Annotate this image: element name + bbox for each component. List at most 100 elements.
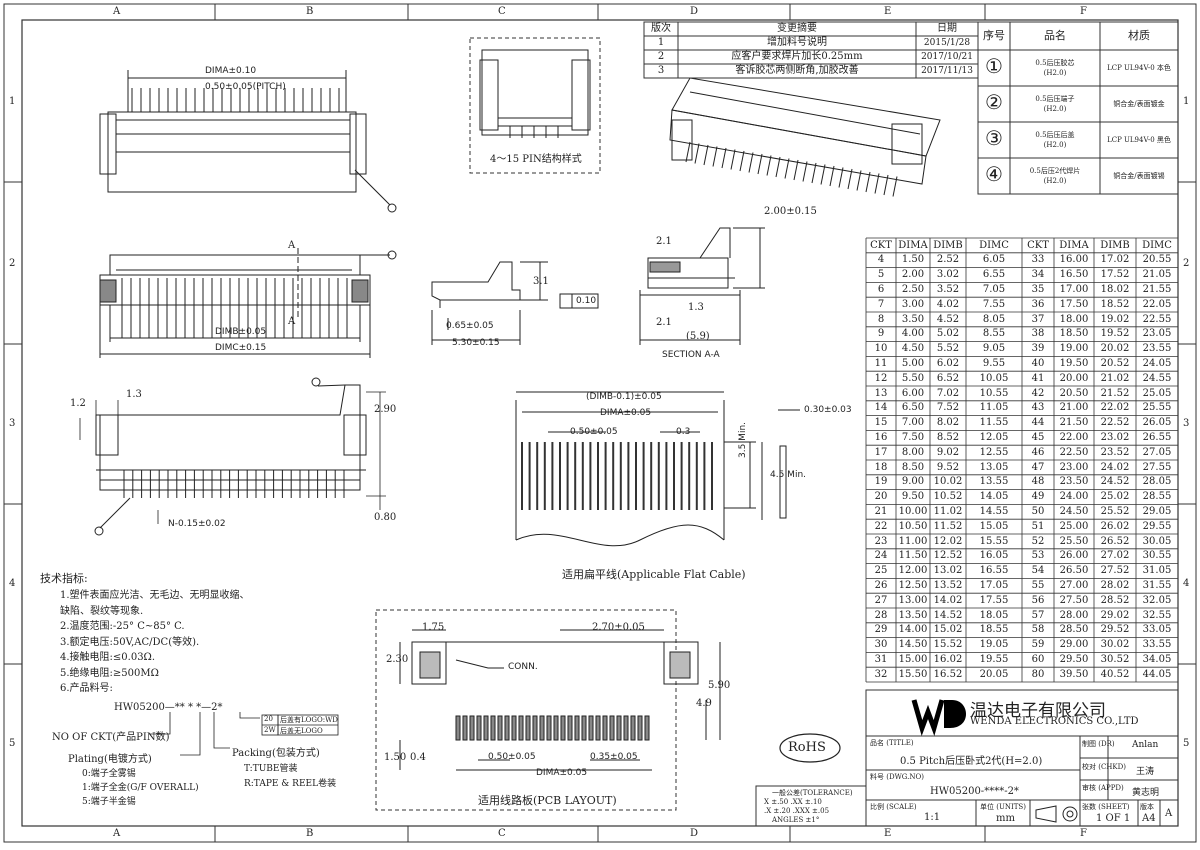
dim-cell: 32.05 bbox=[1142, 594, 1172, 606]
dim-cell: 25.00 bbox=[1059, 520, 1089, 532]
label-section-a-bottom: A bbox=[288, 316, 296, 327]
pcb-pad bbox=[546, 715, 552, 741]
col-letter-e: E bbox=[884, 6, 892, 17]
dim-cell: 33 bbox=[1031, 254, 1045, 266]
dim-cell: 25.05 bbox=[1142, 387, 1172, 399]
dim-cell: 27.05 bbox=[1142, 446, 1172, 458]
pcb-pads bbox=[455, 715, 650, 741]
dim-cell: 10.05 bbox=[979, 372, 1009, 384]
label-fpc-dimb: (DIMB-0.1)±0.05 bbox=[586, 392, 662, 402]
parts-header-num: 序号 bbox=[983, 29, 1005, 42]
part-num: ② bbox=[985, 90, 1003, 114]
label-0-80: 0.80 bbox=[374, 512, 397, 523]
dim-cell: 27.02 bbox=[1100, 550, 1130, 562]
dim-cell: 23.52 bbox=[1100, 446, 1130, 458]
label-fpc-thickness: 0.30±0.03 bbox=[804, 405, 852, 415]
dim-cell: 39 bbox=[1031, 343, 1045, 355]
dim-cell: 15 bbox=[874, 417, 888, 429]
dim-header: DIMB bbox=[1100, 239, 1130, 251]
part-name: 0.5后压2代焊片 bbox=[1029, 167, 1081, 175]
dim-cell: 7 bbox=[877, 298, 885, 310]
dim-cell: 53 bbox=[1031, 550, 1045, 562]
dim-cell: 19.05 bbox=[979, 639, 1009, 651]
tech-spec-line: 5.绝缘电阻:≥500MΩ bbox=[60, 667, 159, 679]
dim-cell: 18.05 bbox=[979, 609, 1009, 621]
dim-cell: 54 bbox=[1031, 565, 1045, 577]
company-cn: 温达电子有限公司 bbox=[970, 701, 1106, 721]
dim-cell: 18.02 bbox=[1100, 283, 1130, 295]
pcb-pad bbox=[623, 715, 629, 741]
label-pcb-conn: CONN. bbox=[508, 662, 538, 672]
dim-cell: 40.52 bbox=[1100, 668, 1130, 680]
label-1-3-section: 1.3 bbox=[688, 302, 704, 313]
label-pcb-2-70: 2.70±0.05 bbox=[592, 622, 645, 633]
dim-cell: 25 bbox=[874, 565, 888, 577]
dim-cell: 11.52 bbox=[933, 520, 963, 532]
part-num: ① bbox=[985, 54, 1003, 78]
label-pitch: 0.50±0.05(PITCH) bbox=[205, 82, 286, 92]
dim-cell: 34.05 bbox=[1142, 653, 1172, 665]
sheet-label: 张数 (SHEET) bbox=[1082, 803, 1130, 811]
col-letter-a: A bbox=[113, 6, 121, 17]
dim-cell: 26.50 bbox=[1059, 565, 1089, 577]
dim-cell: 20.02 bbox=[1100, 343, 1130, 355]
fpc-traces bbox=[521, 442, 713, 510]
side-profile bbox=[431, 261, 599, 345]
dim-cell: 17.50 bbox=[1059, 298, 1089, 310]
top-view-pins bbox=[131, 88, 340, 112]
pcb-pad bbox=[462, 715, 468, 741]
dim-cell: 4.00 bbox=[901, 328, 925, 340]
dim-cell: 44 bbox=[1031, 417, 1045, 429]
dim-cell: 11 bbox=[874, 357, 888, 369]
dim-cell: 29.05 bbox=[1142, 505, 1172, 517]
dim-cell: 3.52 bbox=[936, 283, 960, 295]
pin bbox=[847, 168, 853, 190]
part-sub: (H2.0) bbox=[1043, 177, 1067, 185]
pcb-pad bbox=[518, 715, 524, 741]
frame-ticks bbox=[4, 4, 1196, 842]
dim-cell: 17 bbox=[874, 446, 888, 458]
dim-cell: 7.50 bbox=[901, 431, 925, 443]
dim-cell: 8.55 bbox=[982, 328, 1006, 340]
bottom-view-dims bbox=[79, 391, 386, 524]
bottom-view bbox=[94, 377, 367, 536]
label-3-1: 3.1 bbox=[533, 276, 549, 287]
pin bbox=[766, 155, 772, 176]
label-fpc-pitch: 0.50±0.05 bbox=[570, 427, 618, 437]
tolerance-3: ANGLES ±1° bbox=[772, 816, 820, 824]
col-letter-f-bottom: F bbox=[1080, 828, 1087, 839]
dim-cell: 13.50 bbox=[898, 609, 928, 621]
rev-row-3-desc: 客诉胶芯两侧断角,加胶改善 bbox=[735, 65, 859, 76]
dim-cell: 12.50 bbox=[898, 579, 928, 591]
appd-value: 黄志明 bbox=[1132, 788, 1160, 798]
packing-title: Packing(包装方式) bbox=[232, 748, 320, 759]
dim-cell: 28.55 bbox=[1142, 491, 1172, 503]
label-fpc-4-5: 4.5 Min. bbox=[770, 470, 807, 480]
pcb-pad bbox=[630, 715, 636, 741]
dim-cell: 23.02 bbox=[1100, 431, 1130, 443]
col-letter-b-bottom: B bbox=[306, 828, 314, 839]
dim-cell: 11.55 bbox=[979, 417, 1009, 429]
dim-cell: 4.02 bbox=[936, 298, 960, 310]
dim-cell: 3.00 bbox=[901, 298, 925, 310]
pcb-pad bbox=[476, 715, 482, 741]
col-letter-b: B bbox=[306, 6, 314, 17]
dim-cell: 16.00 bbox=[1059, 254, 1089, 266]
dim-cell: 28.02 bbox=[1100, 579, 1130, 591]
tolerance-1: X ±.50 .XX ±.10 bbox=[764, 798, 822, 806]
dim-cell: 13.52 bbox=[933, 579, 963, 591]
tolerance-2: .X ±.20 .XXX ±.05 bbox=[764, 807, 830, 815]
fpc-drawing bbox=[515, 391, 800, 547]
dim-cell: 24.50 bbox=[1059, 505, 1089, 517]
rev-row-3-num: 3 bbox=[657, 65, 665, 76]
label-2-00: 2.00±0.15 bbox=[764, 206, 817, 217]
dim-cell: 16.50 bbox=[1059, 269, 1089, 281]
dim-cell: 5.52 bbox=[936, 343, 960, 355]
dim-cell: 13.55 bbox=[979, 476, 1009, 488]
dim-cell: 6.00 bbox=[901, 387, 925, 399]
dim-cell: 7.02 bbox=[936, 387, 960, 399]
pcb-pad bbox=[560, 715, 566, 741]
dim-cell: 2.50 bbox=[901, 283, 925, 295]
dim-cell: 21.05 bbox=[1142, 269, 1172, 281]
scale-label: 比例 (SCALE) bbox=[870, 803, 917, 811]
